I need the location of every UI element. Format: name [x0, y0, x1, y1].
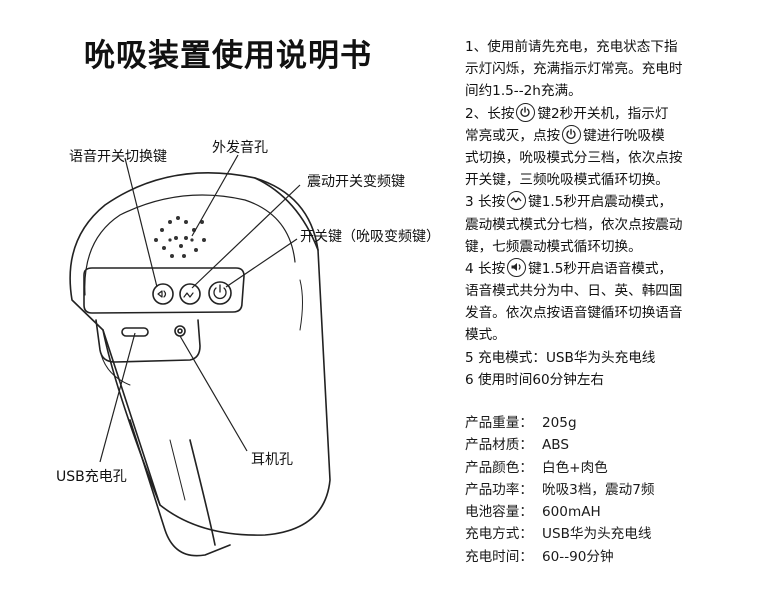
instruction-line: 2、长按键2秒开关机，指示灯: [465, 102, 765, 125]
spec-value: 吮吸3档，震动7频: [542, 481, 655, 498]
spec-value: USB华为头充电线: [542, 526, 652, 543]
spec-value: 205g: [542, 415, 577, 431]
spec-row: 电池容量： 600mAH: [465, 501, 654, 523]
spec-label: 充电时间：: [465, 548, 533, 565]
callout-usb-port: USB充电孔: [56, 469, 127, 485]
instruction-line: 震动模式模式分七档，依次点按震动: [465, 216, 683, 233]
callout-earphone-jack: 耳机孔: [251, 452, 293, 468]
callout-speaker-hole: 外发音孔: [212, 140, 268, 156]
instruction-line: 3 长按键1.5秒开启震动模式，: [465, 191, 765, 213]
callout-voice-key: 语音开关切换键: [69, 149, 167, 165]
page-title: 吮吸装置使用说明书: [84, 38, 372, 74]
instruction-line: 5 充电模式：USB华为头充电线: [465, 349, 656, 366]
spec-row: 产品功率： 吮吸3档，震动7频: [465, 479, 654, 501]
spec-row: 充电方式： USB华为头充电线: [465, 523, 654, 545]
instruction-line: 6 使用时间60分钟左右: [465, 371, 605, 388]
instruction-line: 语音模式共分为中、日、英、韩四国: [465, 283, 683, 300]
spec-label: 产品功率：: [465, 481, 533, 498]
spec-label: 充电方式：: [465, 526, 533, 543]
spec-value: 600mAH: [542, 504, 601, 521]
speaker-icon: [507, 257, 527, 277]
power-icon: [516, 102, 536, 122]
callout-power-key: 开关键（吮吸变频键）: [300, 229, 440, 245]
instruction-line: 间约1.5--2h充满。: [465, 83, 582, 100]
vibration-icon: [507, 191, 527, 211]
spec-label: 产品重量：: [465, 415, 533, 431]
product-diagram: [69, 154, 331, 557]
instruction-line: 式切换，吮吸模式分三档，依次点按: [465, 149, 683, 166]
instruction-line: 键，七频震动模式循环切换。: [465, 238, 642, 255]
power-icon: [562, 124, 582, 144]
spec-row: 产品重量： 205g: [465, 412, 654, 434]
spec-value: 60--90分钟: [542, 548, 614, 565]
instruction-line: 常亮或灭，点按键进行吮吸模: [465, 124, 765, 147]
callout-vibration-key: 震动开关变频键: [307, 174, 405, 190]
instruction-line: 开关键，三频吮吸模式循环切换。: [465, 172, 669, 189]
instructions: 1、使用前请先充电，充电状态下指 示灯闪烁，充满指示灯常亮。充电时 间约1.5-…: [465, 36, 765, 391]
instruction-line: 示灯闪烁，充满指示灯常亮。充电时: [465, 61, 683, 78]
instruction-line: 发音。依次点按语音键循环切换语音: [465, 305, 683, 322]
spec-row: 产品颜色： 白色+肉色: [465, 457, 654, 479]
instruction-line: 1、使用前请先充电，充电状态下指: [465, 39, 678, 55]
spec-row: 充电时间： 60--90分钟: [465, 546, 654, 568]
spec-label: 产品材质：: [465, 437, 533, 454]
instruction-line: 4 长按键1.5秒开启语音模式，: [465, 257, 765, 280]
spec-row: 产品材质： ABS: [465, 434, 654, 456]
spec-value: 白色+肉色: [542, 459, 608, 476]
spec-label: 电池容量：: [465, 504, 533, 521]
instruction-line: 模式。: [465, 327, 506, 344]
spec-label: 产品颜色：: [465, 459, 533, 476]
specs-table: 产品重量： 205g 产品材质： ABS 产品颜色： 白色+肉色 产品功率： 吮吸3档，…: [465, 412, 654, 568]
spec-value: ABS: [542, 437, 570, 454]
